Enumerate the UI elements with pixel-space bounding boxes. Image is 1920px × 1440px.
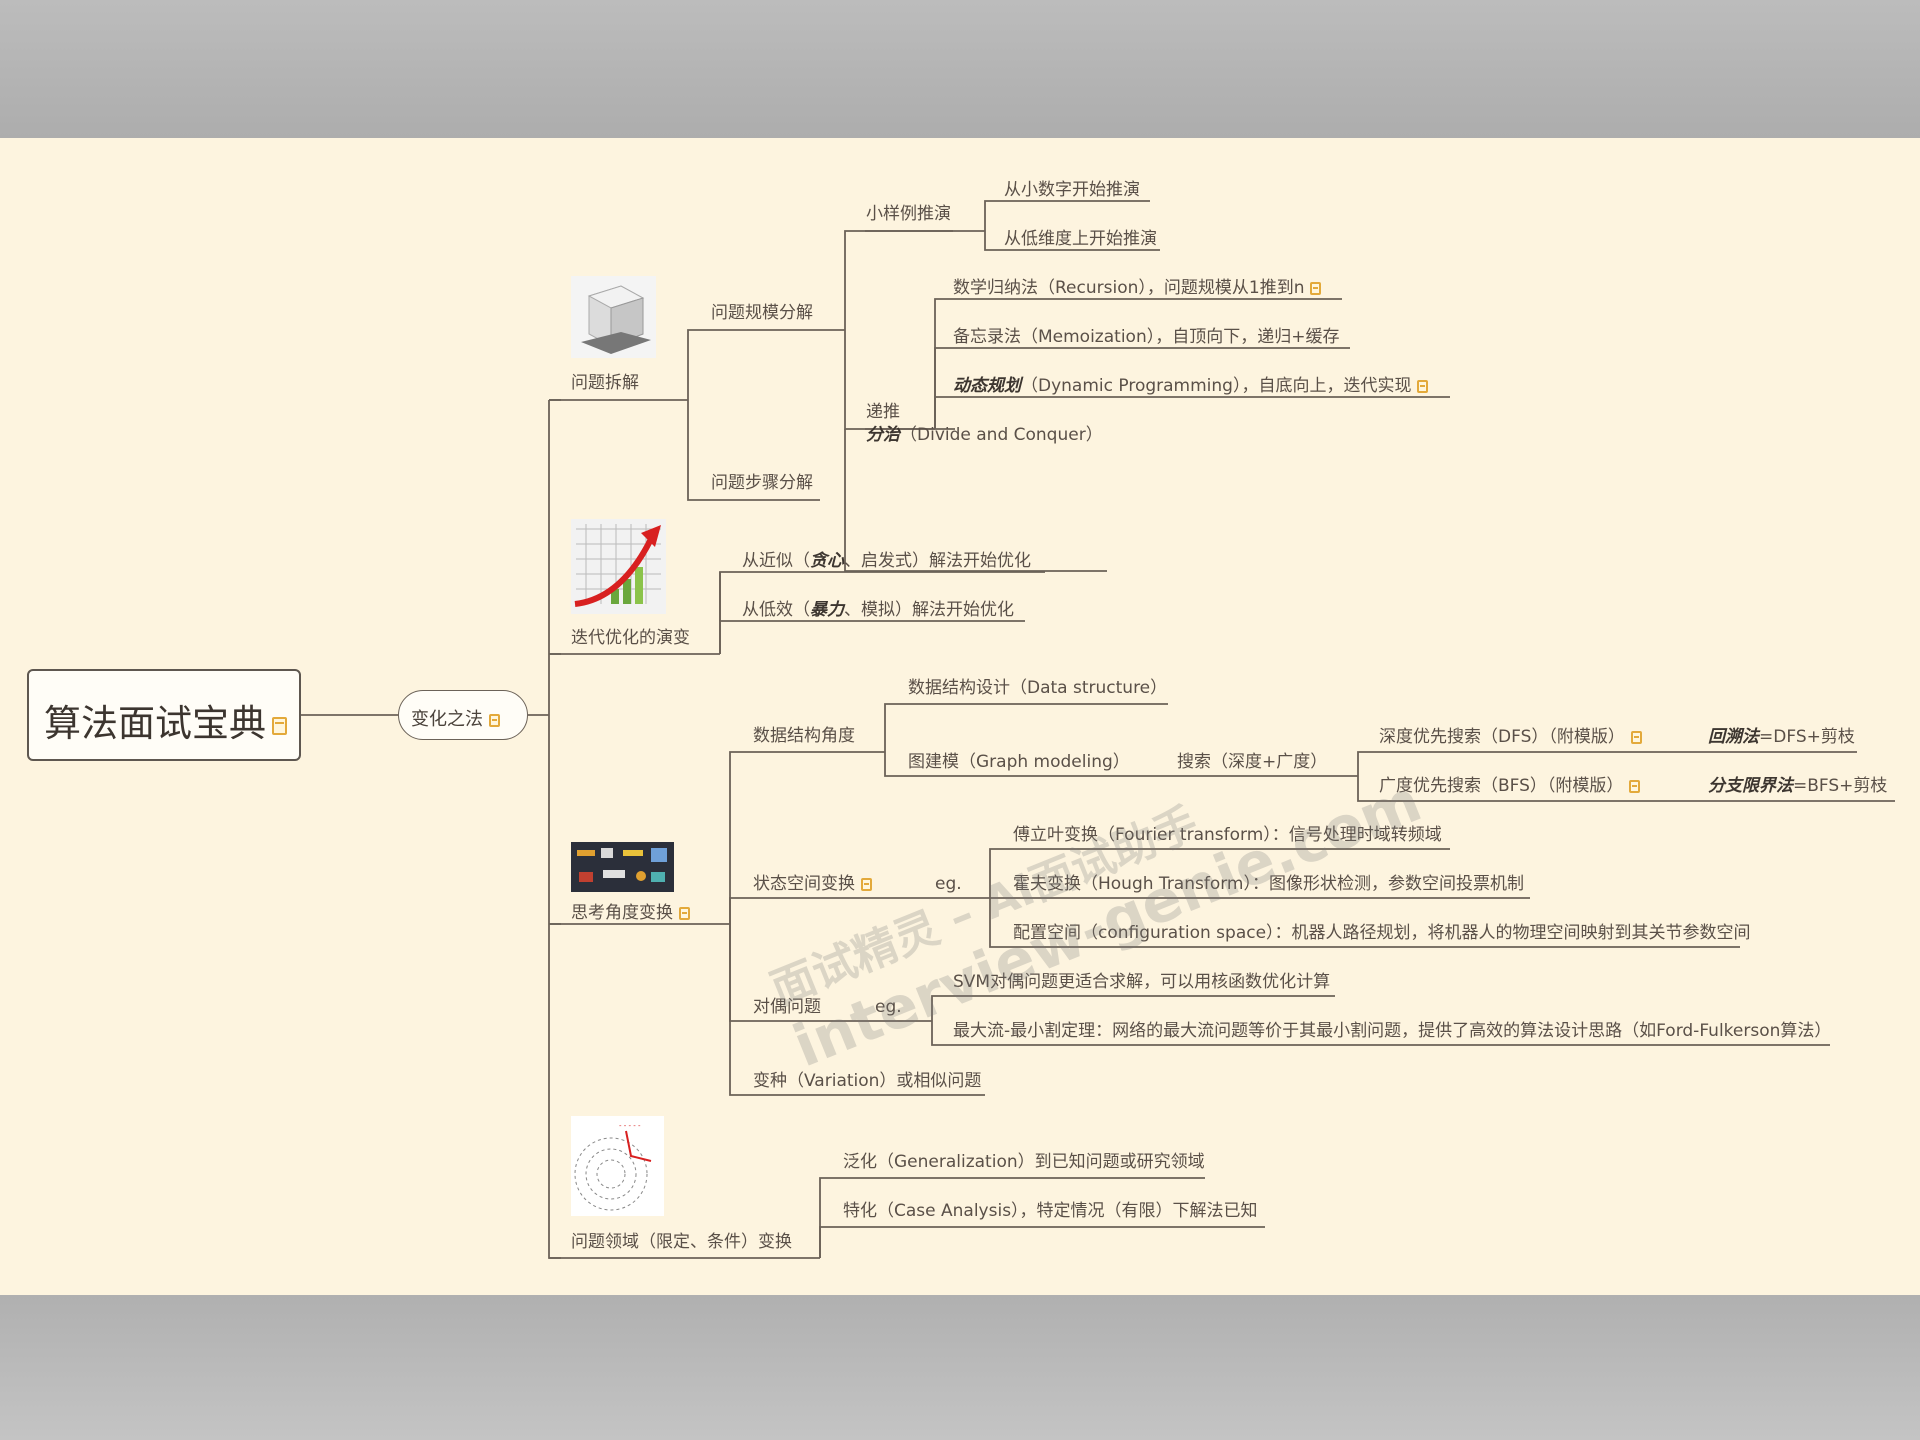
leaf-divide-conquer[interactable]: 分治（Divide and Conquer） bbox=[866, 425, 1103, 445]
node-variation[interactable]: 变种（Variation）或相似问题 bbox=[753, 1071, 982, 1091]
leaf-dynamic-programming[interactable]: 动态规划（Dynamic Programming），自底向上，迭代实现 bbox=[953, 376, 1429, 396]
node-small-case[interactable]: 小样例推演 bbox=[866, 204, 951, 224]
note-icon[interactable] bbox=[679, 906, 690, 920]
branch-iterative[interactable]: 迭代优化的演变 bbox=[571, 628, 690, 648]
cube-thumbnail bbox=[571, 276, 656, 358]
note-icon[interactable] bbox=[1310, 281, 1322, 295]
leaf-hough[interactable]: 霍夫变换（Hough Transform）：图像形状检测，参数空间投票机制 bbox=[1013, 874, 1524, 894]
leaf-maxflow[interactable]: 最大流-最小割定理：网络的最大流问题等价于其最小割问题，提供了高效的算法设计思路… bbox=[953, 1021, 1832, 1041]
node-data-structure[interactable]: 数据结构角度 bbox=[753, 726, 855, 746]
hub-label: 变化之法 bbox=[411, 705, 500, 731]
target-thumbnail: - - - - - bbox=[571, 1116, 664, 1216]
mindmap-canvas: 算法面试宝典 变化之法 - bbox=[0, 138, 1920, 1295]
branch-domain[interactable]: 问题领域（限定、条件）变换 bbox=[571, 1232, 792, 1252]
node-graph-modeling[interactable]: 图建模（Graph modeling） bbox=[908, 752, 1130, 772]
note-icon[interactable] bbox=[1629, 779, 1641, 793]
node-state-space: 状态空间变换 bbox=[753, 874, 872, 894]
leaf-bfs: 广度优先搜索（BFS）（附模版） bbox=[1379, 776, 1641, 796]
leaf-naive[interactable]: 从低效（暴力、模拟）解法开始优化 bbox=[742, 600, 1014, 620]
leaf-fourier[interactable]: 傅立叶变换（Fourier transform）：信号处理时域转频域 bbox=[1013, 825, 1442, 845]
leaf-dfs: 深度优先搜索（DFS）（附模版） bbox=[1379, 727, 1642, 747]
leaf-branch-bound[interactable]: 分支限界法=BFS+剪枝 bbox=[1708, 776, 1888, 796]
leaf-backtracking[interactable]: 回溯法=DFS+剪枝 bbox=[1708, 727, 1855, 747]
leaf-memoization[interactable]: 备忘录法（Memoization），自顶向下，递归+缓存 bbox=[953, 327, 1340, 347]
svg-text:- - - - -: - - - - - bbox=[619, 1122, 641, 1130]
node-step-decompose[interactable]: 问题步骤分解 bbox=[711, 473, 813, 493]
branch-decompose[interactable]: 问题拆解 bbox=[571, 373, 639, 393]
circuit-thumbnail bbox=[571, 842, 674, 892]
leaf-config-space[interactable]: 配置空间（configuration space）：机器人路径规划，将机器人的物… bbox=[1013, 923, 1751, 943]
note-icon[interactable] bbox=[272, 716, 287, 735]
root-node[interactable] bbox=[27, 669, 301, 761]
node-dual[interactable]: 对偶问题 bbox=[753, 997, 821, 1017]
leaf-small-number[interactable]: 从小数字开始推演 bbox=[1004, 180, 1140, 200]
node-recursion[interactable]: 递推 bbox=[866, 402, 900, 422]
leaf-approx[interactable]: 从近似（贪心、启发式）解法开始优化 bbox=[742, 551, 1031, 571]
note-icon[interactable] bbox=[489, 713, 500, 727]
connector-lines bbox=[301, 200, 1895, 1259]
note-icon[interactable] bbox=[1630, 730, 1642, 744]
note-icon[interactable] bbox=[1417, 379, 1429, 393]
leaf-case-analysis[interactable]: 特化（Case Analysis），特定情况（有限）下解法已知 bbox=[843, 1201, 1258, 1221]
state-eg: eg. bbox=[935, 874, 962, 894]
leaf-induction: 数学归纳法（Recursion），问题规模从1推到n bbox=[953, 278, 1322, 298]
hub-node[interactable] bbox=[398, 690, 528, 740]
bottom-gray-band bbox=[0, 1295, 1920, 1440]
node-scale-decompose[interactable]: 问题规模分解 bbox=[711, 303, 813, 323]
leaf-ds-design[interactable]: 数据结构设计（Data structure） bbox=[908, 678, 1168, 698]
dual-eg: eg. bbox=[875, 997, 902, 1017]
leaf-low-dimension[interactable]: 从低维度上开始推演 bbox=[1004, 229, 1157, 249]
leaf-svm[interactable]: SVM对偶问题更适合求解，可以用核函数优化计算 bbox=[953, 972, 1331, 992]
root-title: 算法面试宝典 bbox=[44, 693, 287, 747]
leaf-generalization[interactable]: 泛化（Generalization）到已知问题或研究领域 bbox=[843, 1152, 1205, 1172]
branch-perspective[interactable]: 思考角度变换 bbox=[571, 903, 690, 923]
top-gray-band bbox=[0, 0, 1920, 138]
growth-chart-thumbnail bbox=[571, 519, 666, 614]
node-search[interactable]: 搜索（深度+广度） bbox=[1177, 752, 1328, 772]
note-icon[interactable] bbox=[861, 877, 872, 891]
